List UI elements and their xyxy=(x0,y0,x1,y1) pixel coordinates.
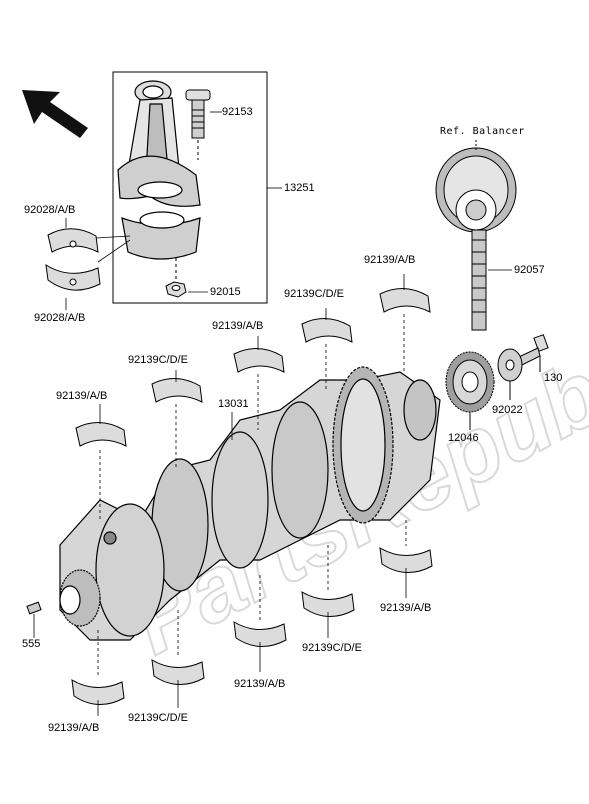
conrod-nut-92015-icon xyxy=(165,258,187,298)
front-arrow-icon xyxy=(22,90,88,138)
label-92139cde-lower-left: 92139C/D/E xyxy=(128,712,188,724)
label-92139ab-lower-left: 92139/A/B xyxy=(48,722,100,734)
label-92139cde-upper-mid: 92139C/D/E xyxy=(128,354,188,366)
label-92139cde-upper-right: 92139C/D/E xyxy=(284,288,344,300)
label-ref-balancer: Ref. Balancer xyxy=(440,126,525,137)
label-92139cde-lower-right: 92139C/D/E xyxy=(302,642,362,654)
pin-555-icon xyxy=(26,601,42,615)
label-92139ab-upper-mid: 92139/A/B xyxy=(212,320,264,332)
label-13031: 13031 xyxy=(218,398,249,410)
connecting-rod-illustration xyxy=(117,80,201,260)
conrod-bolt-92153-icon xyxy=(185,89,211,160)
conrod-bearing-upper-shell-icon xyxy=(47,228,99,253)
main-bearing-shell-lower-icons xyxy=(71,547,433,705)
label-555: 555 xyxy=(22,638,41,650)
conrod-bearing-lower-shell-icon xyxy=(45,264,101,291)
label-92022: 92022 xyxy=(492,404,523,416)
label-92028-bottom: 92028/A/B xyxy=(34,312,86,324)
label-92153: 92153 xyxy=(222,106,253,118)
cam-chain-92057-icon xyxy=(471,229,487,331)
label-12046: 12046 xyxy=(448,432,479,444)
crankshaft-13031-illustration xyxy=(59,366,441,641)
balancer-sprocket-icon xyxy=(435,140,517,233)
connecting-rod-assembly-box xyxy=(112,71,268,304)
main-bearing-shell-upper-1-icon xyxy=(75,288,431,447)
label-13251: 13251 xyxy=(284,182,315,194)
label-130: 130 xyxy=(544,372,563,384)
label-92139ab-upper-right: 92139/A/B xyxy=(364,254,416,266)
label-92139ab-lower-right: 92139/A/B xyxy=(380,602,432,614)
gear-12046-icon xyxy=(445,351,495,430)
washer-92022-icon xyxy=(497,348,523,400)
label-92057: 92057 xyxy=(514,264,545,276)
label-92015: 92015 xyxy=(210,286,241,298)
label-92139ab-lower-mid: 92139/A/B xyxy=(234,678,286,690)
leader-lines xyxy=(97,274,407,716)
label-92139ab-upper-left: 92139/A/B xyxy=(56,390,108,402)
label-92028-top: 92028/A/B xyxy=(24,204,76,216)
